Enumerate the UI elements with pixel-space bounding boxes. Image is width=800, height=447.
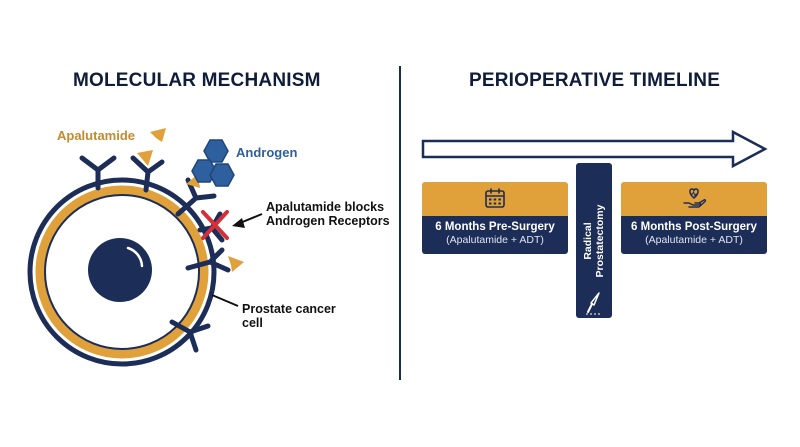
androgen-label: Androgen (236, 145, 298, 160)
surgery-label-line2: Prostatectomy (594, 204, 606, 278)
post-surgery-duration: 6 Months Post-Surgery (631, 221, 757, 233)
post-surgery-treatment: (Apalutamide + ADT) (645, 234, 743, 246)
receptor-4 (185, 247, 231, 273)
cell-pointer-line (211, 294, 239, 307)
receptor-2 (130, 155, 165, 193)
pre-surgery-treatment: (Apalutamide + ADT) (446, 234, 544, 246)
cell-nucleus (88, 238, 152, 302)
pre-surgery-phase-card: 6 Months Pre-Surgery (Apalutamide + ADT) (422, 182, 568, 254)
apalutamide-label: Apalutamide (57, 128, 136, 143)
surgery-label: Radical Prostatectomy (582, 205, 606, 278)
section-divider (399, 66, 401, 380)
post-surgery-phase-card: 6 Months Post-Surgery (Apalutamide + ADT… (621, 182, 767, 254)
apalutamide-molecule-1 (150, 128, 166, 142)
surgery-phase-bar: Radical Prostatectomy (576, 163, 612, 318)
receptor-1 (79, 155, 117, 191)
mechanism-illustration (27, 128, 263, 367)
block-mechanism-label: Apalutamide blocks Androgen Receptors (266, 200, 390, 228)
surgery-label-line1: Radical (582, 222, 594, 260)
timeline-arrow (421, 129, 768, 169)
prostate-cell-label: Prostate cancer cell (242, 302, 336, 330)
block-x-icon (201, 210, 229, 240)
scalpel-icon (586, 292, 602, 315)
heart-hand-icon (683, 188, 707, 208)
androgen-molecule (191, 139, 235, 187)
block-pointer-arrow (232, 213, 263, 228)
receptor-5 (169, 319, 211, 353)
calendar-icon (485, 188, 505, 208)
perioperative-timeline-title: PERIOPERATIVE TIMELINE (469, 70, 721, 91)
molecular-mechanism-title: MOLECULAR MECHANISM (73, 70, 321, 91)
pre-surgery-duration: 6 Months Pre-Surgery (435, 221, 555, 233)
apalutamide-molecule-4 (228, 256, 244, 272)
apalutamide-molecule-2 (137, 150, 153, 166)
